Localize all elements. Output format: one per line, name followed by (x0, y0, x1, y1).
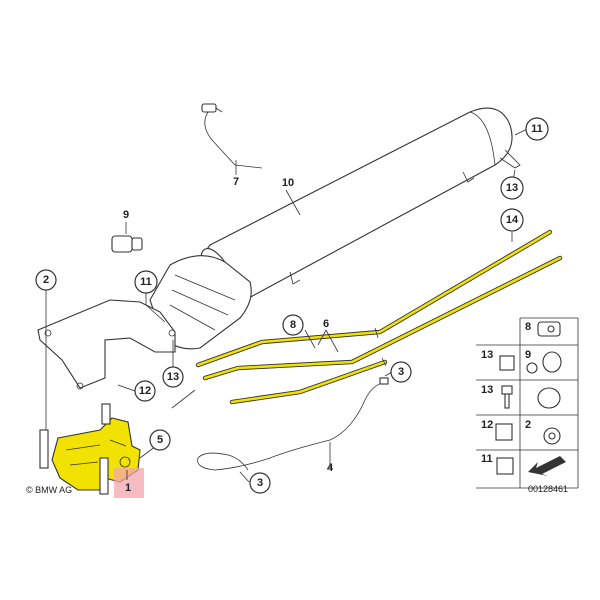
inset-part-9b[interactable] (542, 351, 562, 373)
fuel-lines-part[interactable] (195, 229, 563, 405)
callout-13-top-label: 13 (506, 182, 518, 194)
inset-label-12: 12 (481, 419, 493, 431)
callout-13-top[interactable]: 13 (500, 176, 524, 200)
callout-14[interactable]: 14 (500, 208, 524, 232)
callout-14-label: 14 (506, 214, 519, 226)
callout-4-label[interactable]: 4 (327, 462, 334, 474)
inset-label-9: 9 (525, 349, 531, 361)
inset-part-9a[interactable] (526, 362, 538, 374)
callout-10[interactable]: 10 (282, 177, 294, 189)
inset-part-bushing[interactable] (537, 387, 561, 409)
callout-3-bottom-label: 3 (257, 477, 263, 489)
inset-label-13-a: 13 (481, 349, 493, 361)
figure-number: 00128461 (528, 484, 568, 494)
inset-part-12[interactable] (495, 423, 513, 441)
sensor-part[interactable] (111, 235, 143, 253)
callout-11-top[interactable]: 11 (525, 117, 549, 141)
callout-11-top-label: 11 (531, 123, 543, 135)
callout-3-bottom[interactable]: 3 (249, 472, 271, 494)
parts-inset: 8 13 13 12 11 2 9 (476, 317, 579, 489)
callout-3-right-label: 3 (398, 366, 404, 378)
silencer-part[interactable] (194, 107, 521, 305)
callout-11-mid-label: 11 (140, 276, 152, 288)
inset-label-8: 8 (525, 321, 531, 333)
sensor-cable-part[interactable] (201, 103, 263, 169)
callout-6-label[interactable]: 6 (323, 318, 329, 330)
callout-9[interactable]: 9 (123, 209, 129, 221)
inset-label-13-b: 13 (481, 384, 493, 396)
callout-12-label: 12 (139, 385, 151, 397)
callout-10-label: 10 (282, 177, 294, 189)
return-hose-part[interactable] (197, 377, 389, 471)
bracket-part[interactable] (37, 299, 176, 390)
callout-5[interactable]: 5 (149, 429, 171, 451)
callout-12[interactable]: 12 (134, 380, 156, 402)
inset-part-13b[interactable] (501, 385, 513, 395)
callout-5-label: 5 (157, 434, 163, 446)
copyright-text: © BMW AG (26, 485, 72, 495)
arrow-icon (528, 456, 566, 476)
callout-8-label: 8 (290, 319, 296, 331)
callout-13-mid[interactable]: 13 (162, 366, 184, 388)
callout-9-label: 9 (123, 209, 129, 221)
callout-8[interactable]: 8 (282, 314, 304, 336)
callout-3-right[interactable]: 3 (390, 361, 412, 383)
callout-11-mid[interactable]: 11 (134, 270, 158, 294)
inset-label-2: 2 (525, 419, 531, 431)
callout-1-label[interactable]: 1 (125, 482, 131, 494)
callout-7-label: 7 (233, 176, 239, 188)
callout-2[interactable]: 2 (35, 269, 57, 291)
callout-2-label: 2 (43, 274, 49, 286)
selected-item-highlight (114, 468, 144, 498)
callout-13-mid-label: 13 (167, 371, 179, 383)
inset-label-11: 11 (481, 453, 493, 465)
inset-part-13a[interactable] (499, 355, 515, 371)
inset-part-11[interactable] (496, 457, 514, 475)
callout-7[interactable]: 7 (233, 176, 239, 188)
heat-shield-part[interactable] (149, 255, 252, 350)
